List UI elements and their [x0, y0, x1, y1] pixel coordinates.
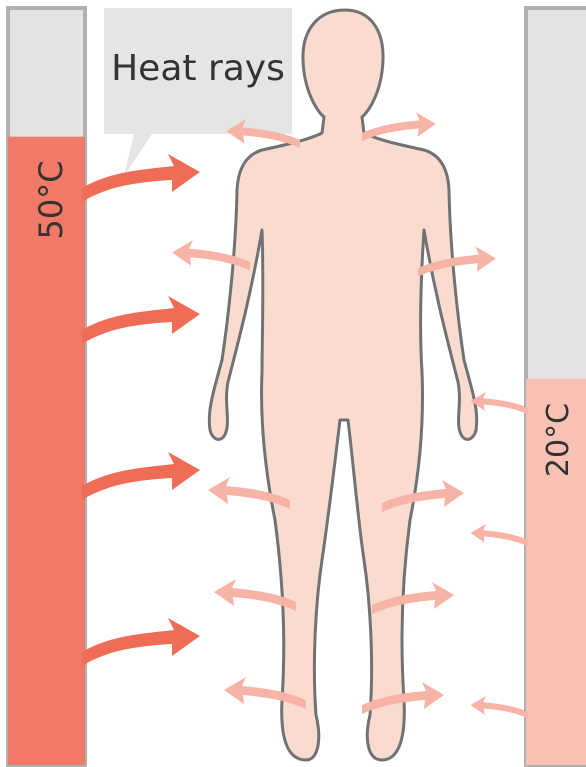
incoming-ray — [82, 154, 200, 202]
outgoing-ray — [471, 696, 528, 718]
outgoing-ray — [471, 392, 528, 414]
left-wall: 50°C — [8, 8, 85, 765]
outgoing-ray — [471, 524, 528, 546]
callout-label: Heat rays — [111, 48, 285, 89]
right-wall-temperature: 20°C — [541, 403, 576, 477]
left-wall-temperature: 50°C — [32, 160, 70, 239]
incoming-ray — [82, 452, 200, 500]
incoming-ray — [82, 618, 200, 666]
incoming-heat-rays — [82, 154, 200, 666]
right-wall: 20°C — [526, 8, 586, 765]
incoming-ray — [82, 296, 200, 344]
